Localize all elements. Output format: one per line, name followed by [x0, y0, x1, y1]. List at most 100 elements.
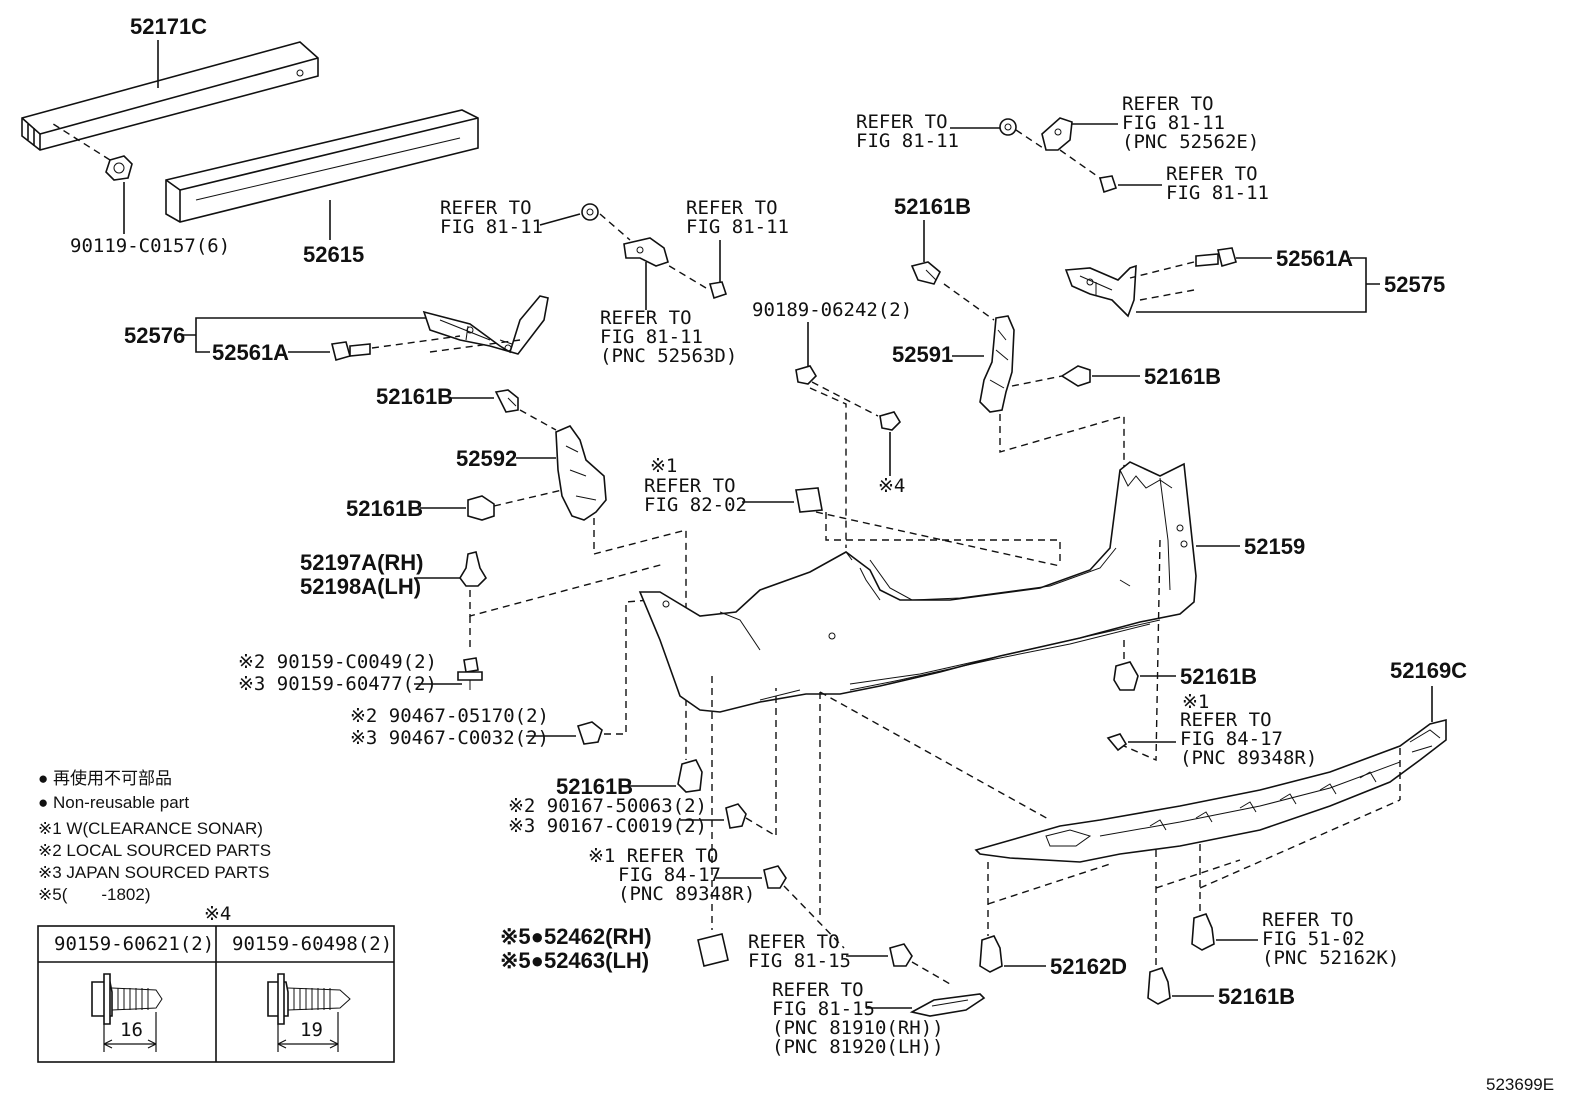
ref-r1-line2: FIG 81-11 [440, 216, 543, 238]
label-90119: 90119-C0157(6) [70, 235, 230, 257]
ref-r8-line4: (PNC 89348R) [1180, 747, 1317, 769]
spoiler-52169c [974, 718, 1447, 863]
label-90467-3: ※3 90467-C0032(2) [350, 727, 549, 749]
bracket-52592 [555, 425, 607, 521]
ref-r12-line1: REFER TO [1262, 909, 1354, 931]
label-52592: 52592 [456, 446, 517, 471]
label-52462: ※5●52462(RH) [500, 924, 652, 949]
clip-52161b-top [910, 261, 941, 285]
ref-r11-line3: (PNC 81910(RH)) [772, 1017, 944, 1039]
label-90159-3: ※3 90159-60477(2) [238, 673, 437, 695]
label-90167-3: ※3 90167-C0019(2) [508, 815, 707, 837]
label-52576: 52576 [124, 323, 185, 348]
label-52161b-bot: 52161B [1218, 984, 1295, 1009]
table-col2: 90159-60498(2) [232, 933, 392, 955]
clip-52161b-2 [467, 495, 495, 521]
legend-en: ● Non-reusable part [38, 793, 189, 812]
dim-16: 16 [120, 1019, 143, 1041]
bolt-52561a-right [1195, 247, 1237, 267]
bumper-cover-52159 [638, 461, 1197, 713]
ref-r7-line3: FIG 82-02 [644, 494, 747, 516]
ref-r7-line1: ※1 [650, 455, 677, 477]
table-col1: 90159-60621(2) [54, 933, 214, 955]
bracket-52575 [1064, 264, 1137, 318]
cap-52462 [697, 933, 729, 967]
bracket-52591 [979, 315, 1015, 413]
ref-r9-line3: (PNC 89348R) [618, 883, 755, 905]
ref-r6-line1: REFER TO [1166, 163, 1258, 185]
nut-90189 [795, 365, 818, 385]
label-52161b-mid: 52161B [1180, 664, 1257, 689]
label-star4: ※4 [878, 475, 905, 497]
ref-r11-line1: REFER TO [772, 979, 864, 1001]
label-90159-2: ※2 90159-C0049(2) [238, 651, 437, 673]
ref-r7-line2: REFER TO [644, 475, 736, 497]
bolt-90119 [105, 155, 133, 181]
ref-r10-line2: FIG 81-15 [748, 950, 851, 972]
dim-19: 19 [300, 1019, 323, 1041]
ref-r1-line1: REFER TO [440, 197, 532, 219]
ref-r8-line2: REFER TO [1180, 709, 1272, 731]
table-title: ※4 [204, 903, 231, 925]
label-52171c: 52171C [130, 14, 207, 39]
label-90167-2: ※2 90167-50063(2) [508, 795, 707, 817]
ref-r12-line2: FIG 51-02 [1262, 928, 1365, 950]
fastener-table: ※4 90159-60621(2) 90159-60498(2) 16 19 [37, 903, 395, 1063]
ref-r9-line1: ※1 REFER TO [588, 845, 718, 867]
label-52161b-2: 52161B [346, 496, 423, 521]
screw-star4 [879, 411, 902, 431]
legend-n3: ※3 JAPAN SOURCED PARTS [38, 863, 270, 882]
label-52615: 52615 [303, 242, 364, 267]
screw-90159 [457, 657, 483, 690]
bracket-r7 [795, 487, 823, 513]
reinforcement-52171c [21, 41, 319, 151]
bracket-52576 [422, 295, 549, 355]
clip-52161b-r [1060, 365, 1091, 387]
ref-r11-line4: (PNC 81920(LH)) [772, 1036, 944, 1058]
ref-r2-line2: FIG 81-11 [686, 216, 789, 238]
label-52161b-r: 52161B [1144, 364, 1221, 389]
ref-r5-line3: (PNC 52562E) [1122, 131, 1259, 153]
label-52575: 52575 [1384, 272, 1445, 297]
ref-r3-line1: REFER TO [600, 307, 692, 329]
diagram-id: 523699E [1486, 1075, 1554, 1094]
clip-r4 [999, 118, 1017, 136]
clip-52161b-3 [677, 759, 703, 793]
clip-r1 [581, 203, 599, 221]
bolt-52561a-left [331, 341, 371, 361]
label-52463: ※5●52463(LH) [500, 948, 649, 973]
label-52169c: 52169C [1390, 658, 1467, 683]
bracket-52562e [1041, 117, 1073, 151]
ref-r2-line1: REFER TO [686, 197, 778, 219]
label-52198a: 52198A(LH) [300, 574, 421, 599]
label-52197a: 52197A(RH) [300, 550, 424, 575]
nut-90467 [576, 721, 603, 745]
legend-jp: ● 再使用不可部品 [38, 768, 172, 788]
clip-52161b-1 [494, 389, 519, 413]
ref-r5-line1: REFER TO [1122, 93, 1214, 115]
bracket-r8 [1106, 733, 1128, 752]
ref-r12-line3: (PNC 52162K) [1262, 947, 1399, 969]
clip-r12 [1191, 913, 1215, 951]
label-52561a-left: 52561A [212, 340, 289, 365]
label-52161b-3: 52161B [556, 774, 633, 799]
ref-r10-line1: REFER TO [748, 931, 840, 953]
label-52161b-1: 52161B [376, 384, 453, 409]
label-90467-2: ※2 90467-05170(2) [350, 705, 549, 727]
absorber-52615 [165, 109, 479, 223]
ref-r4-line2: FIG 81-11 [856, 130, 959, 152]
ref-r3-line2: FIG 81-11 [600, 326, 703, 348]
legend-n2: ※2 LOCAL SOURCED PARTS [38, 841, 271, 860]
ref-r4-line1: REFER TO [856, 111, 948, 133]
label-52159: 52159 [1244, 534, 1305, 559]
ref-r8-line3: FIG 84-17 [1180, 728, 1283, 750]
nut-90167 [725, 803, 747, 829]
clip-52161b-bot [1147, 967, 1171, 1005]
label-52162d: 52162D [1050, 954, 1127, 979]
ref-r9-line2: FIG 84-17 [618, 864, 721, 886]
label-52161b-top: 52161B [894, 194, 971, 219]
label-52591: 52591 [892, 342, 953, 367]
reflector-r11 [909, 993, 986, 1017]
screw-r6 [1098, 175, 1118, 194]
label-90189: 90189-06242(2) [752, 299, 912, 321]
